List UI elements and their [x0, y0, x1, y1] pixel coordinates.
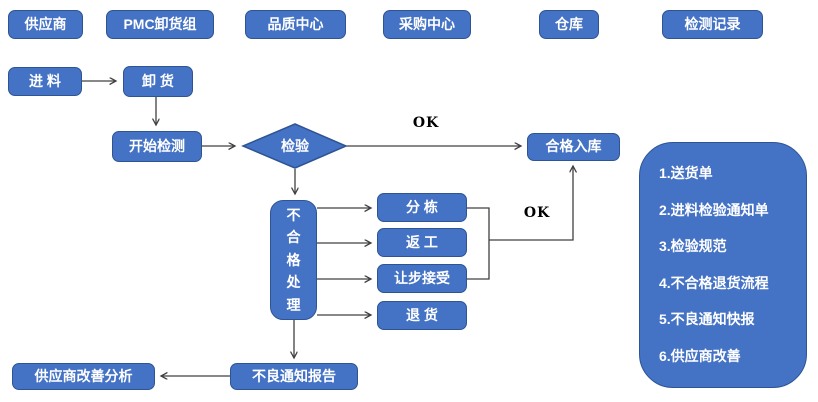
inspection-diamond	[241, 123, 348, 169]
node-sorting: 分 栋	[377, 193, 467, 222]
node-return-goods: 退 货	[377, 301, 467, 330]
header-warehouse: 仓库	[539, 10, 599, 39]
header-supplier: 供应商	[8, 10, 83, 39]
header-pmc-unloading-group: PMC卸货组	[106, 10, 214, 39]
node-inspection-decision-label: 检验	[281, 138, 309, 154]
bracket-sorting-concession	[467, 207, 490, 280]
header-quality-center: 品质中心	[245, 10, 346, 39]
node-supplier-improvement-analysis: 供应商改善分析	[12, 363, 155, 390]
ok-label-top: OK	[412, 115, 440, 131]
ok-label-mid: OK	[523, 205, 551, 221]
node-incoming-material: 进 料	[8, 67, 82, 96]
header-inspection-record: 检测记录	[662, 10, 763, 39]
panel-item-delivery-note: 1.送货单	[659, 165, 713, 182]
nonconforming-handling-label: 不合格处理	[286, 207, 301, 313]
header-purchasing-center: 采购中心	[383, 10, 471, 39]
panel-item-nonconforming-return-process: 4.不合格退货流程	[659, 274, 769, 291]
node-rework: 返 工	[377, 228, 467, 257]
panel-item-incoming-inspection-notice: 2.进料检验通知单	[659, 201, 769, 218]
node-start-inspection: 开始检测	[112, 131, 202, 162]
node-unload: 卸 货	[123, 66, 193, 97]
panel-item-defect-notice-bulletin: 5.不良通知快报	[659, 311, 755, 328]
node-defect-notice-report: 不良通知报告	[230, 363, 358, 390]
node-concession-accept: 让步接受	[377, 264, 467, 293]
panel-item-inspection-specification: 3.检验规范	[659, 238, 727, 255]
arrow-bracket-to-qualified	[489, 166, 573, 241]
node-qualified-in-storage: 合格入库	[527, 133, 620, 161]
node-nonconforming-handling: 不合格处理	[270, 200, 317, 320]
reference-documents-panel: 1.送货单 2.进料检验通知单 3.检验规范 4.不合格退货流程 5.不良通知快…	[639, 142, 807, 388]
panel-item-supplier-improvement: 6.供应商改善	[659, 347, 741, 364]
